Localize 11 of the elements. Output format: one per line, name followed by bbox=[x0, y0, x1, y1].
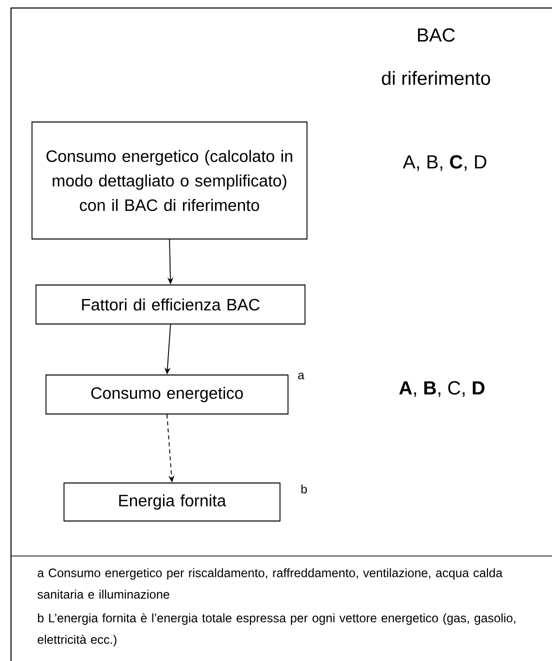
process-box: Fattori di efficienza BAC bbox=[36, 284, 306, 324]
heading: di riferimento bbox=[382, 71, 490, 85]
process-box: Consumo energetico bbox=[46, 374, 288, 414]
footnote-mark: a bbox=[298, 372, 304, 380]
process-box: Consumo energetico (calcolato in modo dettagliato o semplificato) con il BAC di riferimento bbox=[32, 122, 308, 240]
footnote: b L’energia fornita è l’energia totale espressa per ogni vettore energetico (gas, gasolio, elettricità ecc.) bbox=[38, 613, 516, 646]
class-list: A, B, C, D bbox=[402, 155, 486, 171]
footnote-mark: b bbox=[301, 484, 307, 494]
process-box: Energia fornita bbox=[64, 482, 280, 522]
class-list: A, B, C, D bbox=[399, 381, 484, 397]
heading: BAC bbox=[418, 28, 455, 42]
